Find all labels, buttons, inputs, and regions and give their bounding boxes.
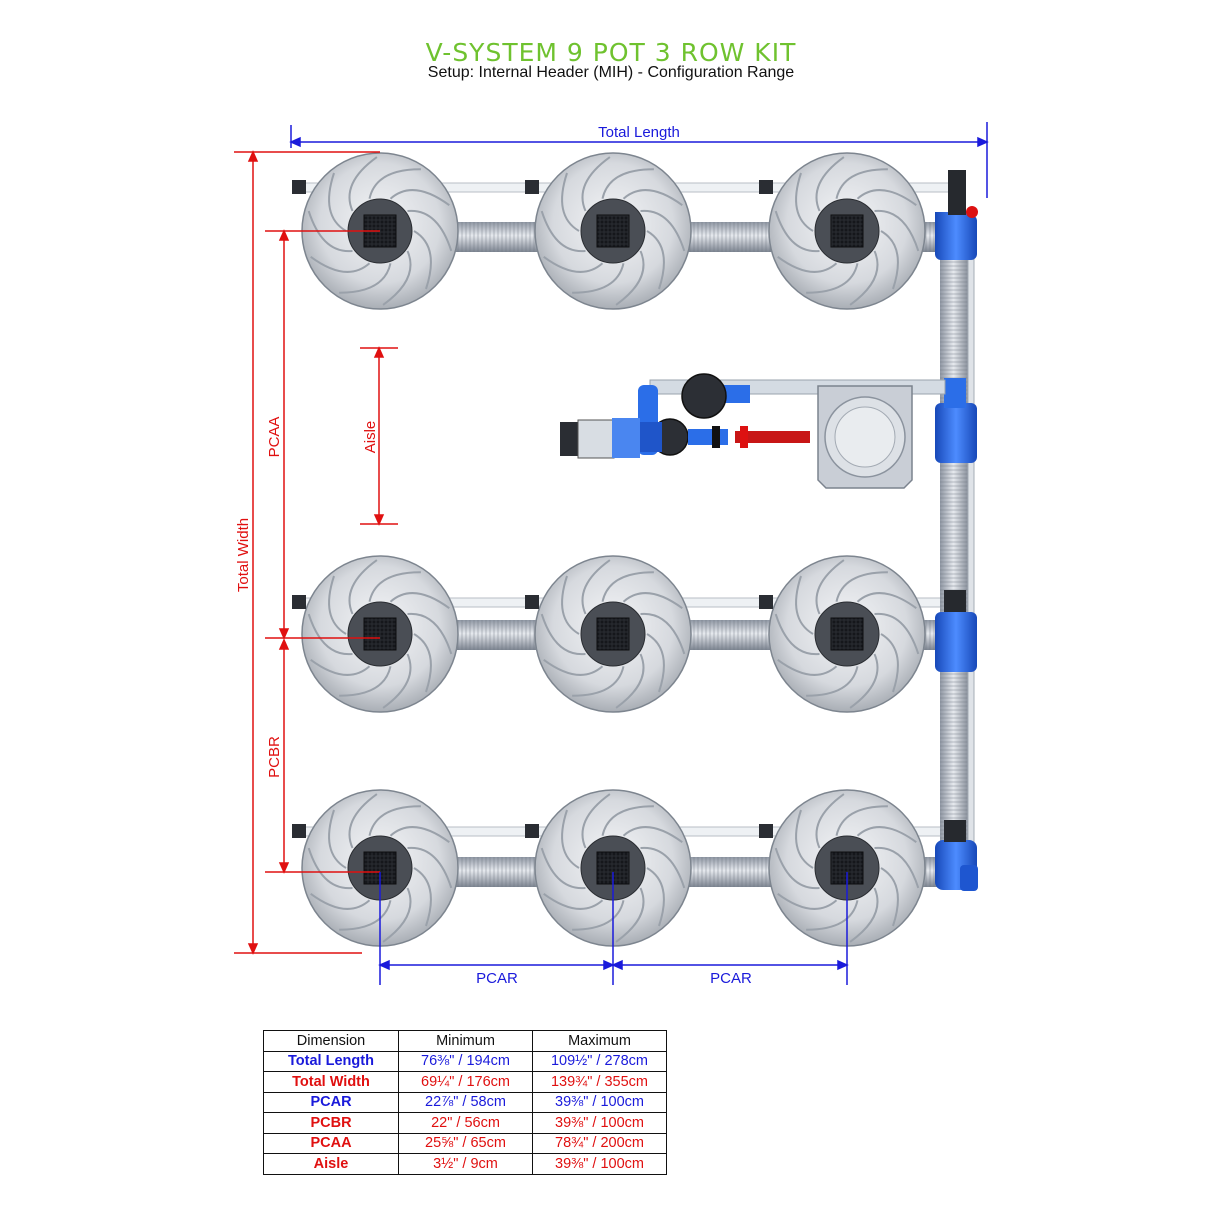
dimension-total-width bbox=[234, 150, 380, 955]
table-cell-min: 22⅞" / 58cm bbox=[398, 1091, 533, 1113]
table-header-cell: Minimum bbox=[398, 1030, 533, 1052]
pcaa-label: PCAA bbox=[266, 417, 283, 458]
pot bbox=[525, 555, 692, 713]
table-cell-name: Total Length bbox=[263, 1050, 399, 1072]
table-cell-max: 39⅜" / 100cm bbox=[532, 1112, 667, 1134]
total-length-label: Total Length bbox=[598, 124, 680, 141]
pot bbox=[292, 789, 459, 947]
table-cell-min: 69¼" / 176cm bbox=[398, 1071, 533, 1093]
pot bbox=[759, 152, 926, 310]
table-cell-name: Aisle bbox=[263, 1153, 399, 1175]
page-title: V-SYSTEM 9 POT 3 ROW KIT bbox=[425, 38, 797, 67]
table-cell-min: 22" / 56cm bbox=[398, 1112, 533, 1134]
table-cell-name: PCBR bbox=[263, 1112, 399, 1134]
table-header-cell: Maximum bbox=[532, 1030, 667, 1052]
pots-grid bbox=[292, 152, 926, 947]
pcar-label-right: PCAR bbox=[710, 970, 752, 987]
header-blue-fittings bbox=[935, 170, 978, 891]
table-cell-max: 78¾" / 200cm bbox=[532, 1132, 667, 1154]
table-cell-name: PCAR bbox=[263, 1091, 399, 1113]
table-cell-max: 139¾" / 355cm bbox=[532, 1071, 667, 1093]
total-width-label: Total Width bbox=[235, 518, 252, 592]
pot bbox=[292, 555, 459, 713]
table-cell-name: PCAA bbox=[263, 1132, 399, 1154]
dimension-pcaa bbox=[265, 229, 380, 640]
pot bbox=[525, 152, 692, 310]
dimension-pcar bbox=[378, 872, 849, 985]
table-cell-min: 25⅝" / 65cm bbox=[398, 1132, 533, 1154]
table-cell-max: 109½" / 278cm bbox=[532, 1050, 667, 1072]
pot bbox=[525, 789, 692, 947]
table-cell-name: Total Width bbox=[263, 1071, 399, 1093]
pcbr-label: PCBR bbox=[266, 736, 283, 778]
dimension-aisle bbox=[360, 346, 398, 526]
page-subtitle: Setup: Internal Header (MIH) - Configura… bbox=[427, 64, 795, 81]
main-header-hose bbox=[940, 224, 975, 866]
table-header-cell: Dimension bbox=[263, 1030, 399, 1052]
reservoir-assembly bbox=[560, 373, 946, 489]
pcar-label-left: PCAR bbox=[476, 970, 518, 987]
pot bbox=[759, 555, 926, 713]
table-cell-max: 39⅜" / 100cm bbox=[532, 1091, 667, 1113]
dimension-total-length bbox=[289, 122, 989, 198]
table-cell-max: 39⅜" / 100cm bbox=[532, 1153, 667, 1175]
pot bbox=[759, 789, 926, 947]
aisle-label: Aisle bbox=[362, 421, 379, 454]
table-cell-min: 3½" / 9cm bbox=[398, 1153, 533, 1175]
dimension-pcbr bbox=[265, 638, 380, 874]
table-header-row: Dimension Minimum Maximum bbox=[263, 1030, 667, 1052]
table-cell-min: 76⅜" / 194cm bbox=[398, 1050, 533, 1072]
